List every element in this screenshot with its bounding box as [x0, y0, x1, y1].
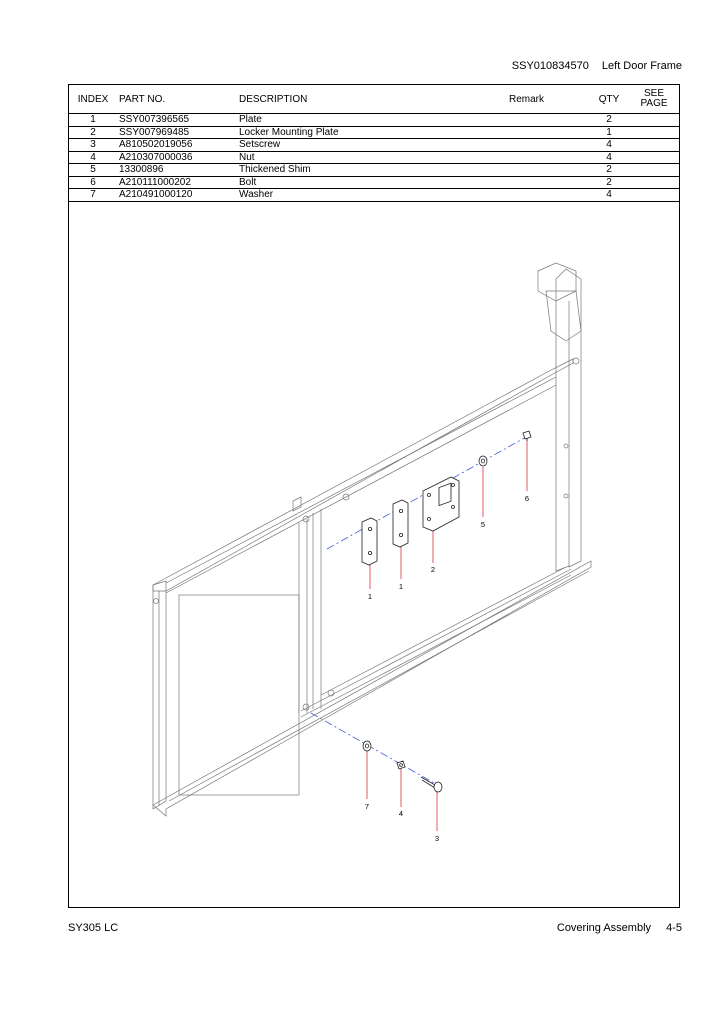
door-frame: [152, 262, 592, 817]
callout-2: 2: [431, 565, 435, 574]
exploded-view-drawing: 1 1 2 5 6 7 4 3: [152, 262, 592, 843]
washer-part: [362, 740, 372, 752]
table-row: 6 A210111000202 Bolt 2: [69, 176, 679, 189]
footer-section: Covering Assembly 4-5: [545, 922, 682, 934]
doc-title-text: Left Door Frame: [601, 60, 682, 72]
table-row: 2 SSY007969485 Locker Mounting Plate 1: [69, 126, 679, 139]
plate-part: [361, 517, 378, 566]
callout-5: 5: [481, 520, 485, 529]
callout-1a: 1: [368, 592, 372, 601]
col-description: DESCRIPTION: [239, 85, 509, 114]
callout-1b: 1: [399, 582, 403, 591]
plate-part: [392, 499, 409, 548]
parts-page-frame: INDEX PART NO. DESCRIPTION Remark QTY SE…: [68, 84, 680, 908]
bolt-part: [522, 430, 532, 441]
table-row: 4 A210307000036 Nut 4: [69, 151, 679, 164]
leader-lines: [366, 439, 528, 831]
col-qty: QTY: [589, 85, 629, 114]
callout-3: 3: [435, 834, 439, 843]
footer-page-number: 4-5: [666, 922, 682, 934]
table-row: 3 A810502019056 Setscrew 4: [69, 138, 679, 152]
callout-6: 6: [525, 494, 529, 503]
table-row: 7 A210491000120 Washer 4: [69, 188, 679, 202]
callout-4: 4: [399, 809, 403, 818]
parts-table: INDEX PART NO. DESCRIPTION Remark QTY SE…: [69, 85, 679, 202]
table-row: 1 SSY007396565 Plate 2: [69, 113, 679, 127]
doc-number: SSY010834570: [511, 60, 589, 72]
col-remark: Remark: [509, 85, 589, 114]
table-header-row: INDEX PART NO. DESCRIPTION Remark QTY SE…: [69, 85, 679, 114]
setscrew-part: [420, 776, 443, 793]
footer-model: SY305 LC: [68, 922, 119, 934]
callout-labels: 1 1 2 5 6 7 4 3: [365, 494, 529, 843]
parts: [361, 430, 532, 793]
locker-mounting-plate-part: [422, 476, 460, 532]
nut-part: [396, 760, 406, 770]
document-title: SSY010834570 Left Door Frame: [502, 60, 682, 72]
callout-7: 7: [365, 802, 369, 811]
thickened-shim-part: [478, 455, 488, 467]
col-index: INDEX: [69, 85, 117, 114]
footer-section-title: Covering Assembly: [556, 922, 652, 934]
col-part-no: PART NO.: [117, 85, 239, 114]
table-row: 5 13300896 Thickened Shim 2: [69, 163, 679, 177]
